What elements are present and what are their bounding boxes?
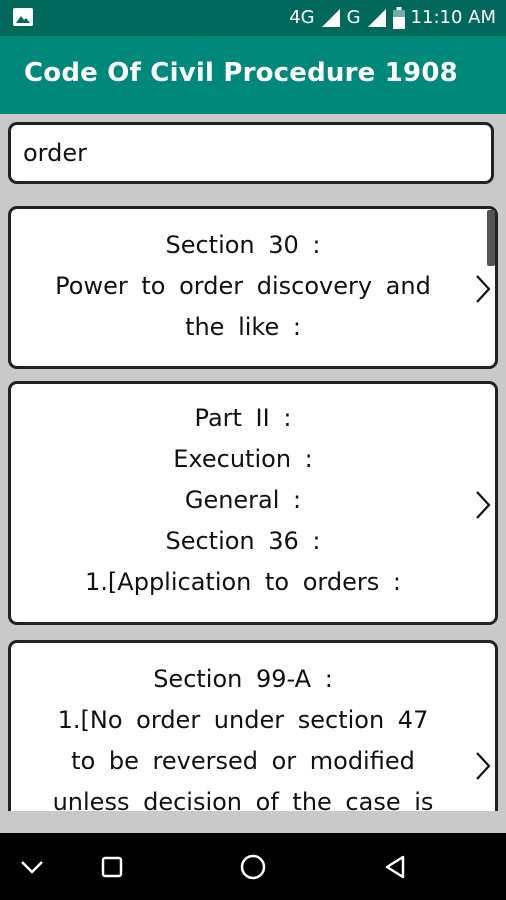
status-icons: 4G G 11:10 AM <box>289 6 496 30</box>
list-item[interactable]: Section 30 : Power to order discovery an… <box>8 206 498 369</box>
list-item[interactable]: Section 99-A : 1.[No order under section… <box>8 640 498 811</box>
list-item-text: Section 30 : Power to order discovery an… <box>23 225 463 348</box>
app-title: Code Of Civil Procedure 1908 <box>24 58 458 88</box>
battery-icon <box>392 7 405 29</box>
clock: 11:10 AM <box>410 7 496 28</box>
list-item-line: 1.[Application to orders : <box>85 568 401 596</box>
signal-icon <box>367 9 386 27</box>
network-g-label: G <box>346 7 361 28</box>
results-list[interactable]: Section 30 : Power to order discovery an… <box>0 204 506 811</box>
scrollbar-thumb[interactable] <box>487 210 495 266</box>
chevron-right-icon <box>476 275 491 303</box>
recents-square-icon <box>101 856 123 877</box>
list-item-line: 1.[No order under section 47 <box>57 706 429 734</box>
list-item-line: the like : <box>185 313 301 341</box>
recents-button[interactable] <box>88 833 136 900</box>
list-item-line: to be reversed or modified <box>71 747 415 775</box>
list-item-line: Section 30 : <box>165 231 321 259</box>
list-item-line: unless decision of the case is <box>52 788 434 811</box>
list-item-line: General : <box>184 486 302 514</box>
list-item-line: Section 99-A : <box>153 665 333 693</box>
signal-icon <box>321 9 340 27</box>
chevron-right-icon <box>476 491 491 519</box>
network-4g-label: 4G <box>289 7 315 28</box>
list-item-line: Execution : <box>173 445 313 473</box>
image-notification-icon <box>12 7 34 27</box>
home-button[interactable] <box>228 833 278 900</box>
app-bar: Code Of Civil Procedure 1908 <box>0 36 506 114</box>
list-item-line: Section 36 : <box>165 527 321 555</box>
chevron-right-icon <box>476 752 491 780</box>
content-area: Section 30 : Power to order discovery an… <box>0 114 506 811</box>
status-bar: 4G G 11:10 AM <box>0 0 506 36</box>
list-item-text: Part II : Execution : General : Section … <box>23 398 463 603</box>
back-triangle-icon <box>385 855 405 878</box>
list-item[interactable]: Part II : Execution : General : Section … <box>8 381 498 625</box>
back-button[interactable] <box>370 833 420 900</box>
list-item-line: Part II : <box>194 404 292 432</box>
navigation-bar <box>0 833 506 900</box>
hide-keyboard-button[interactable] <box>8 833 56 900</box>
home-circle-icon <box>240 854 266 879</box>
list-item-line: Power to order discovery and <box>55 272 431 300</box>
nav-gap <box>0 811 506 833</box>
search-input[interactable] <box>8 122 494 184</box>
list-item-text: Section 99-A : 1.[No order under section… <box>23 659 463 811</box>
chevron-down-icon <box>21 860 43 874</box>
